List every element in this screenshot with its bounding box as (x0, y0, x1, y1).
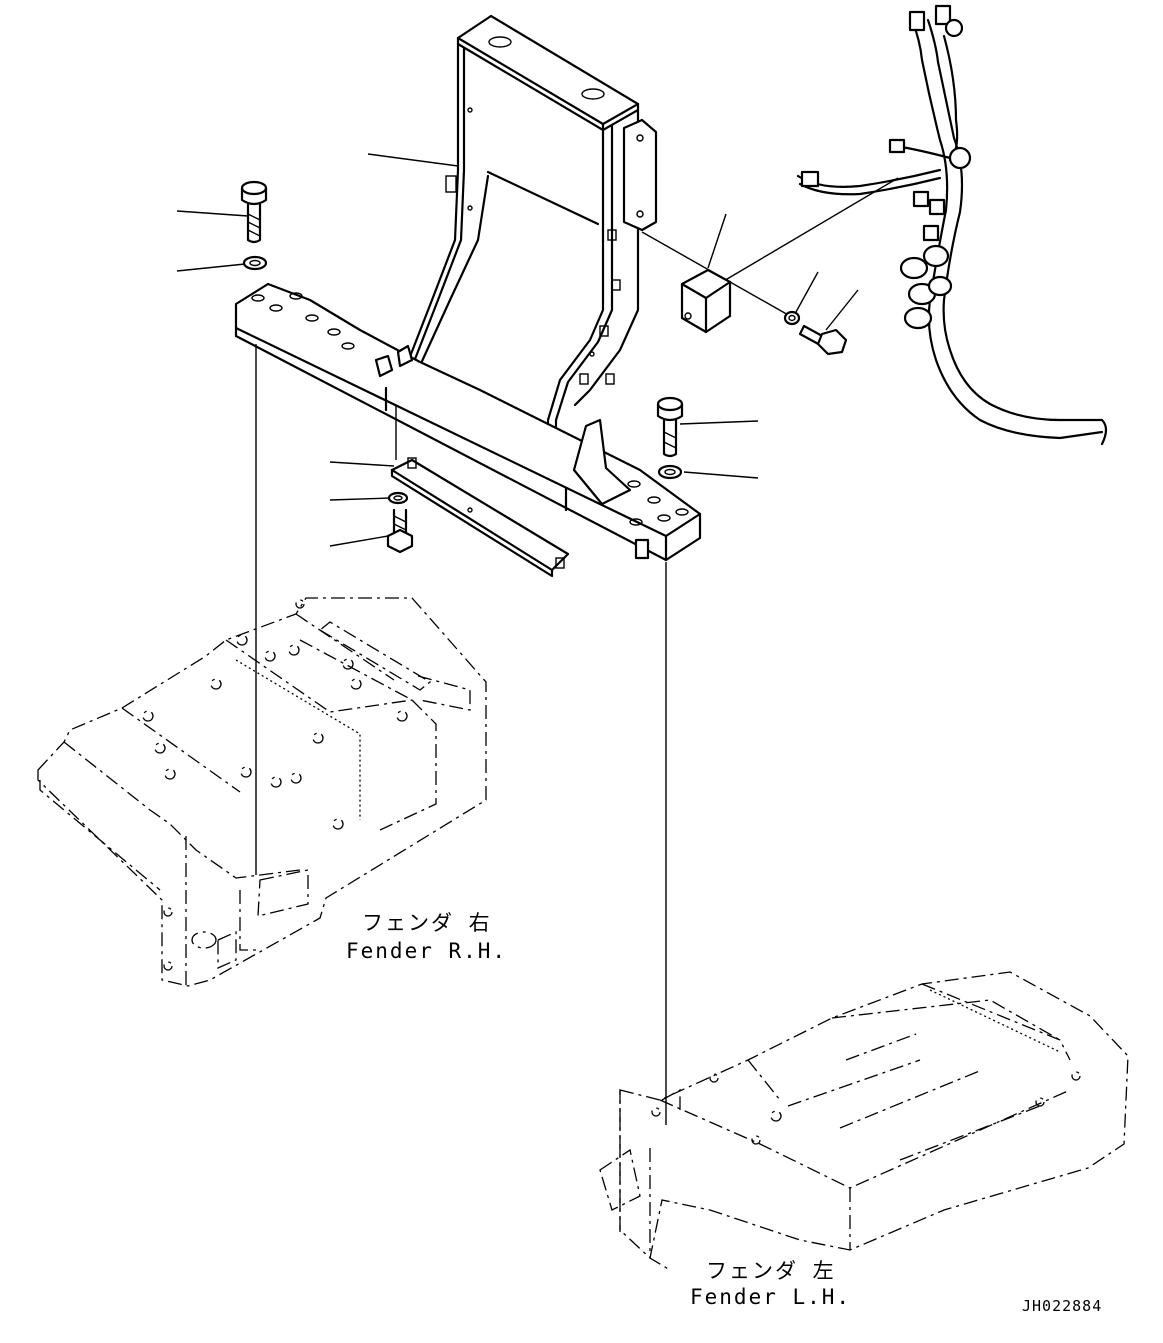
flat-bar-plate (390, 457, 570, 578)
washer-box (783, 310, 801, 326)
wiring-harness (796, 4, 1108, 446)
bolt-box (798, 324, 848, 356)
fender-rh (37, 597, 487, 990)
bolt-upper-left (240, 180, 268, 244)
fender-lh-label-en: Fender L.H. (690, 1285, 851, 1309)
drawing-code: JH022884 (1022, 1297, 1102, 1315)
base-cross-beam (234, 282, 702, 562)
leader-lines (176, 153, 899, 547)
fender-rh-label-en: Fender R.H. (346, 939, 507, 963)
fender-rh-label-jp: フェンダ 右 (362, 911, 492, 935)
bolt-right (656, 396, 684, 458)
bolt-lower (386, 508, 414, 554)
controller-box (680, 268, 732, 334)
fender-lh-label-jp: フェンダ 左 (706, 1259, 836, 1283)
washer-right (657, 464, 683, 480)
washer-lower (387, 491, 409, 505)
fender-lh (599, 971, 1129, 1271)
washer-upper-left (242, 255, 268, 271)
labels: フェンダ 右 Fender R.H. フェンダ 左 Fender L.H. JH… (346, 911, 1102, 1315)
